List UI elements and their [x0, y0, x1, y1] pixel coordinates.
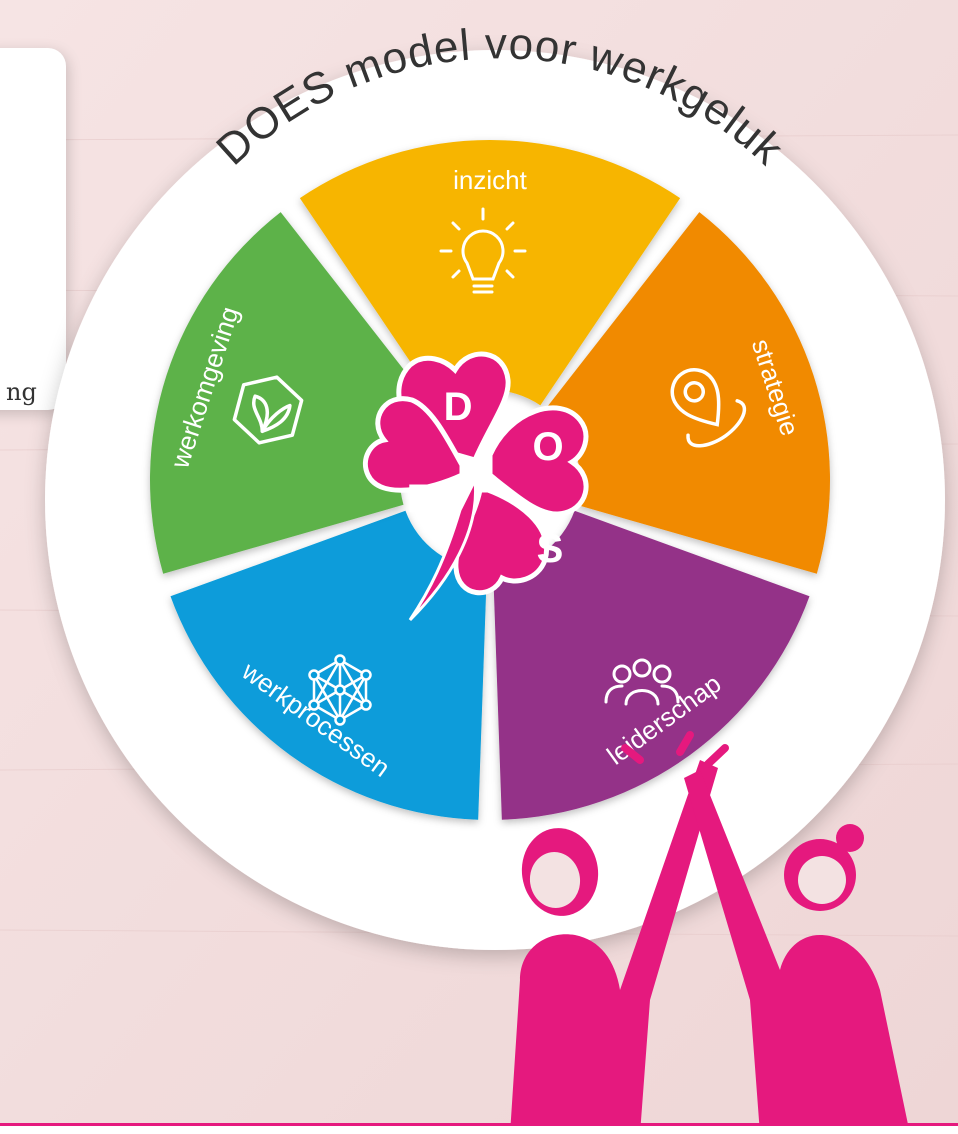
lightbulb-icon: [439, 207, 527, 294]
high-five-illustration: [510, 731, 910, 1134]
does-clover-logo: D O E S: [362, 351, 589, 622]
network-icon: [308, 654, 372, 726]
letter-o: O: [532, 425, 563, 469]
letter-e: E: [407, 477, 434, 521]
location-pin-icon: [670, 368, 747, 448]
bottom-border: [0, 1123, 958, 1134]
plant-box-icon: [232, 375, 304, 445]
info-card-text: ng: [6, 378, 37, 406]
info-card: ng: [0, 48, 66, 410]
letter-d: D: [444, 385, 473, 429]
segment-strategie: [545, 212, 830, 574]
segment-leiderschap: [493, 510, 810, 820]
segment-label-inzicht: inzicht: [453, 165, 527, 195]
people-group-icon: [604, 658, 680, 706]
clover-stem: [408, 474, 478, 622]
segment-inzicht: [299, 139, 681, 406]
letter-s: S: [537, 527, 564, 571]
